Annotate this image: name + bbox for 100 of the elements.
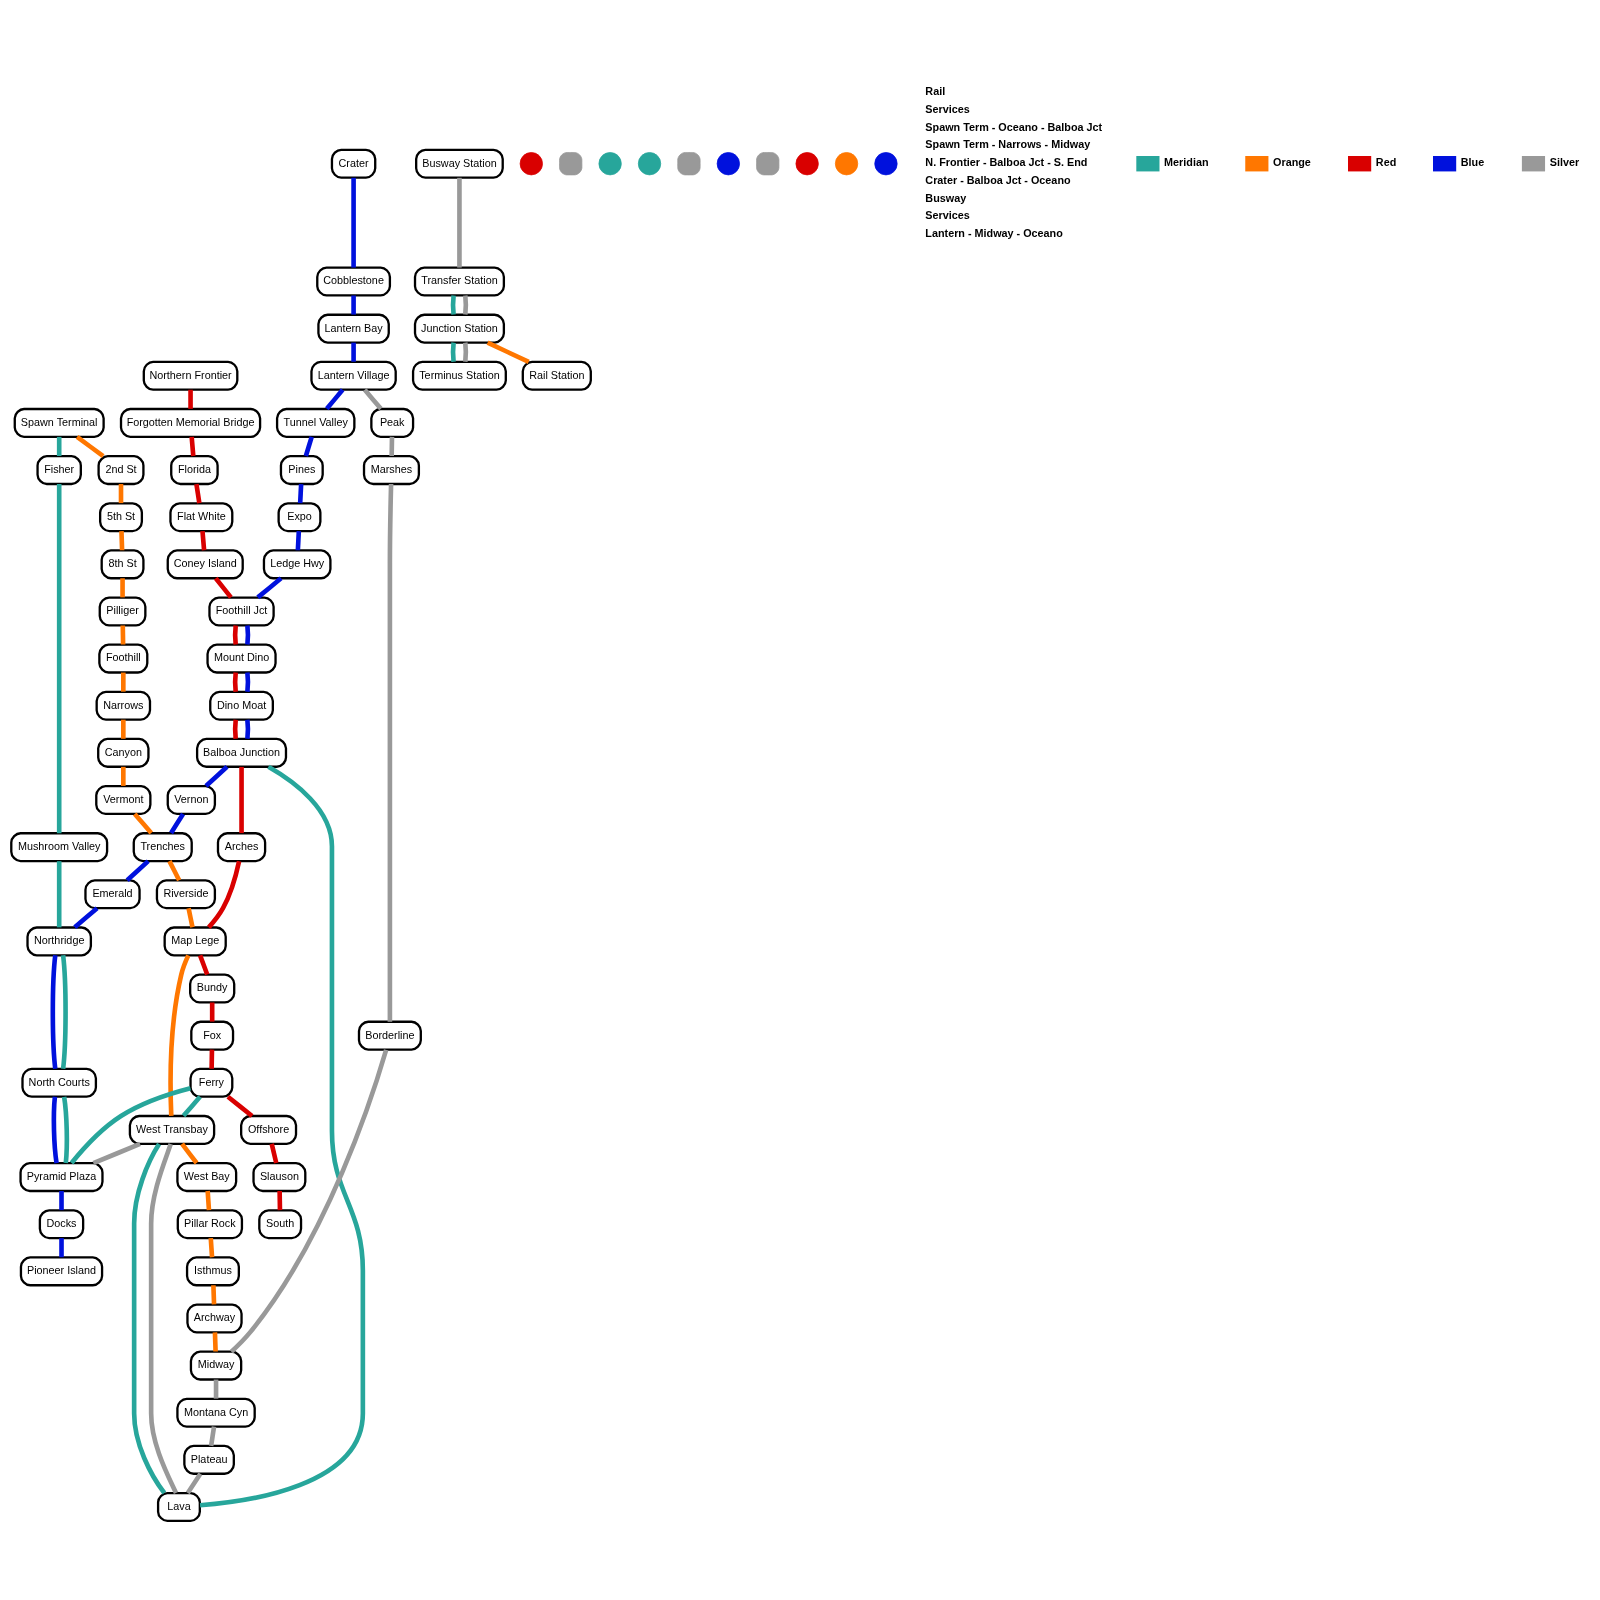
label: Spawn Term - Narrows - Midway (925, 138, 1091, 151)
connector (200, 530, 207, 551)
node-box: Forgotten Memorial Bridge (119, 407, 262, 438)
connector (169, 812, 185, 835)
node-box: Crater (330, 148, 377, 179)
connector (351, 177, 356, 268)
connector (121, 672, 126, 692)
node-box: Rail Station (521, 360, 592, 391)
connector (269, 1143, 279, 1164)
label: Services (925, 209, 970, 222)
node-box: Borderline (357, 1020, 422, 1051)
connector (167, 860, 182, 882)
connector (194, 483, 202, 504)
connector (120, 625, 126, 645)
node-circle (834, 152, 859, 176)
node-box: Montana Cyn (176, 1397, 256, 1428)
connector (56, 861, 62, 928)
node-box: Foothill (98, 643, 149, 674)
node-box: Northern Frontier (142, 360, 239, 391)
connector (212, 1332, 218, 1352)
connector (450, 295, 456, 315)
node-box (677, 152, 701, 176)
connector (208, 1238, 215, 1258)
label: N. Frontier - Balboa Jct - S. End (925, 156, 1088, 169)
node-box: Riverside (155, 879, 217, 910)
connector (462, 342, 469, 362)
node-box: Dino Moat (209, 690, 274, 721)
connector (229, 1049, 389, 1354)
connector (121, 766, 126, 786)
node-box: Ledge Hwy (262, 549, 332, 580)
connector (119, 531, 125, 551)
connector (232, 625, 238, 645)
connector (132, 812, 153, 835)
connector (209, 1049, 215, 1069)
node-circle (874, 152, 898, 176)
node-box: Foothill Jct (208, 596, 275, 627)
connector (73, 906, 99, 930)
legend-label: Orange (1273, 155, 1311, 168)
node-box: Pines (279, 455, 324, 486)
connector (277, 1191, 283, 1211)
node-box: West Bay (176, 1162, 238, 1193)
connector (232, 672, 238, 692)
label: Rail (925, 85, 946, 98)
connector (239, 766, 244, 834)
node-box: Pyramid Plaza (19, 1162, 104, 1193)
label: Lantern - Midway - Oceano (925, 227, 1063, 240)
connector (131, 1142, 167, 1495)
connector (232, 719, 238, 739)
connector (351, 295, 356, 315)
node-box: Lava (156, 1491, 201, 1523)
node-box: Pillar Rock (176, 1209, 244, 1240)
connector (189, 436, 196, 457)
node-box: Fox (190, 1020, 235, 1051)
node-box: North Courts (21, 1067, 98, 1098)
node-circle (519, 152, 543, 176)
node-box: Mushroom Valley (10, 832, 109, 863)
node-box: Map Lege (163, 926, 227, 957)
node-box: Trenches (132, 832, 193, 863)
node-box: Peak (370, 407, 415, 438)
connector (125, 859, 150, 882)
node-box: Midway (189, 1350, 243, 1381)
legend-label: Silver (1549, 155, 1580, 168)
node-box: Spawn Terminal (13, 407, 105, 438)
connector (56, 484, 62, 834)
connector (207, 860, 242, 929)
label: Crater - Balboa Jct - Oceano (925, 173, 1071, 186)
node-circle (637, 152, 662, 176)
connector (69, 1086, 192, 1165)
connector (186, 907, 195, 928)
connector (450, 342, 456, 362)
node-box (756, 152, 780, 176)
connector (351, 342, 356, 362)
connector (389, 436, 395, 457)
node-box: Pioneer Island (19, 1256, 104, 1287)
connector (208, 1426, 217, 1447)
connector (204, 765, 229, 788)
label: Spawn Term - Oceano - Balboa Jct (925, 120, 1103, 133)
node-box: West Transbay (128, 1114, 216, 1145)
node-box: Mount Dino (206, 643, 277, 674)
node-box: Narrows (95, 690, 152, 721)
connector (61, 1096, 70, 1164)
connector (462, 295, 469, 315)
connector (205, 1190, 212, 1211)
node-box: Marshes (362, 455, 421, 486)
connector (181, 1095, 202, 1118)
connector (363, 388, 383, 411)
node-circle (598, 152, 622, 176)
node-box: Transfer Station (413, 266, 506, 297)
node-box: Tunnel Valley (275, 407, 356, 438)
node-box: Cobblestone (316, 266, 392, 297)
connector (50, 955, 58, 1070)
node-box: Ferry (189, 1067, 234, 1098)
connector (92, 1141, 141, 1166)
node-box: Pilliger (98, 596, 147, 627)
connector (245, 625, 251, 645)
node-box: Slauson (252, 1162, 307, 1193)
connector (226, 1094, 254, 1118)
connector (60, 955, 68, 1070)
connector (245, 672, 251, 692)
connector (180, 1142, 199, 1165)
